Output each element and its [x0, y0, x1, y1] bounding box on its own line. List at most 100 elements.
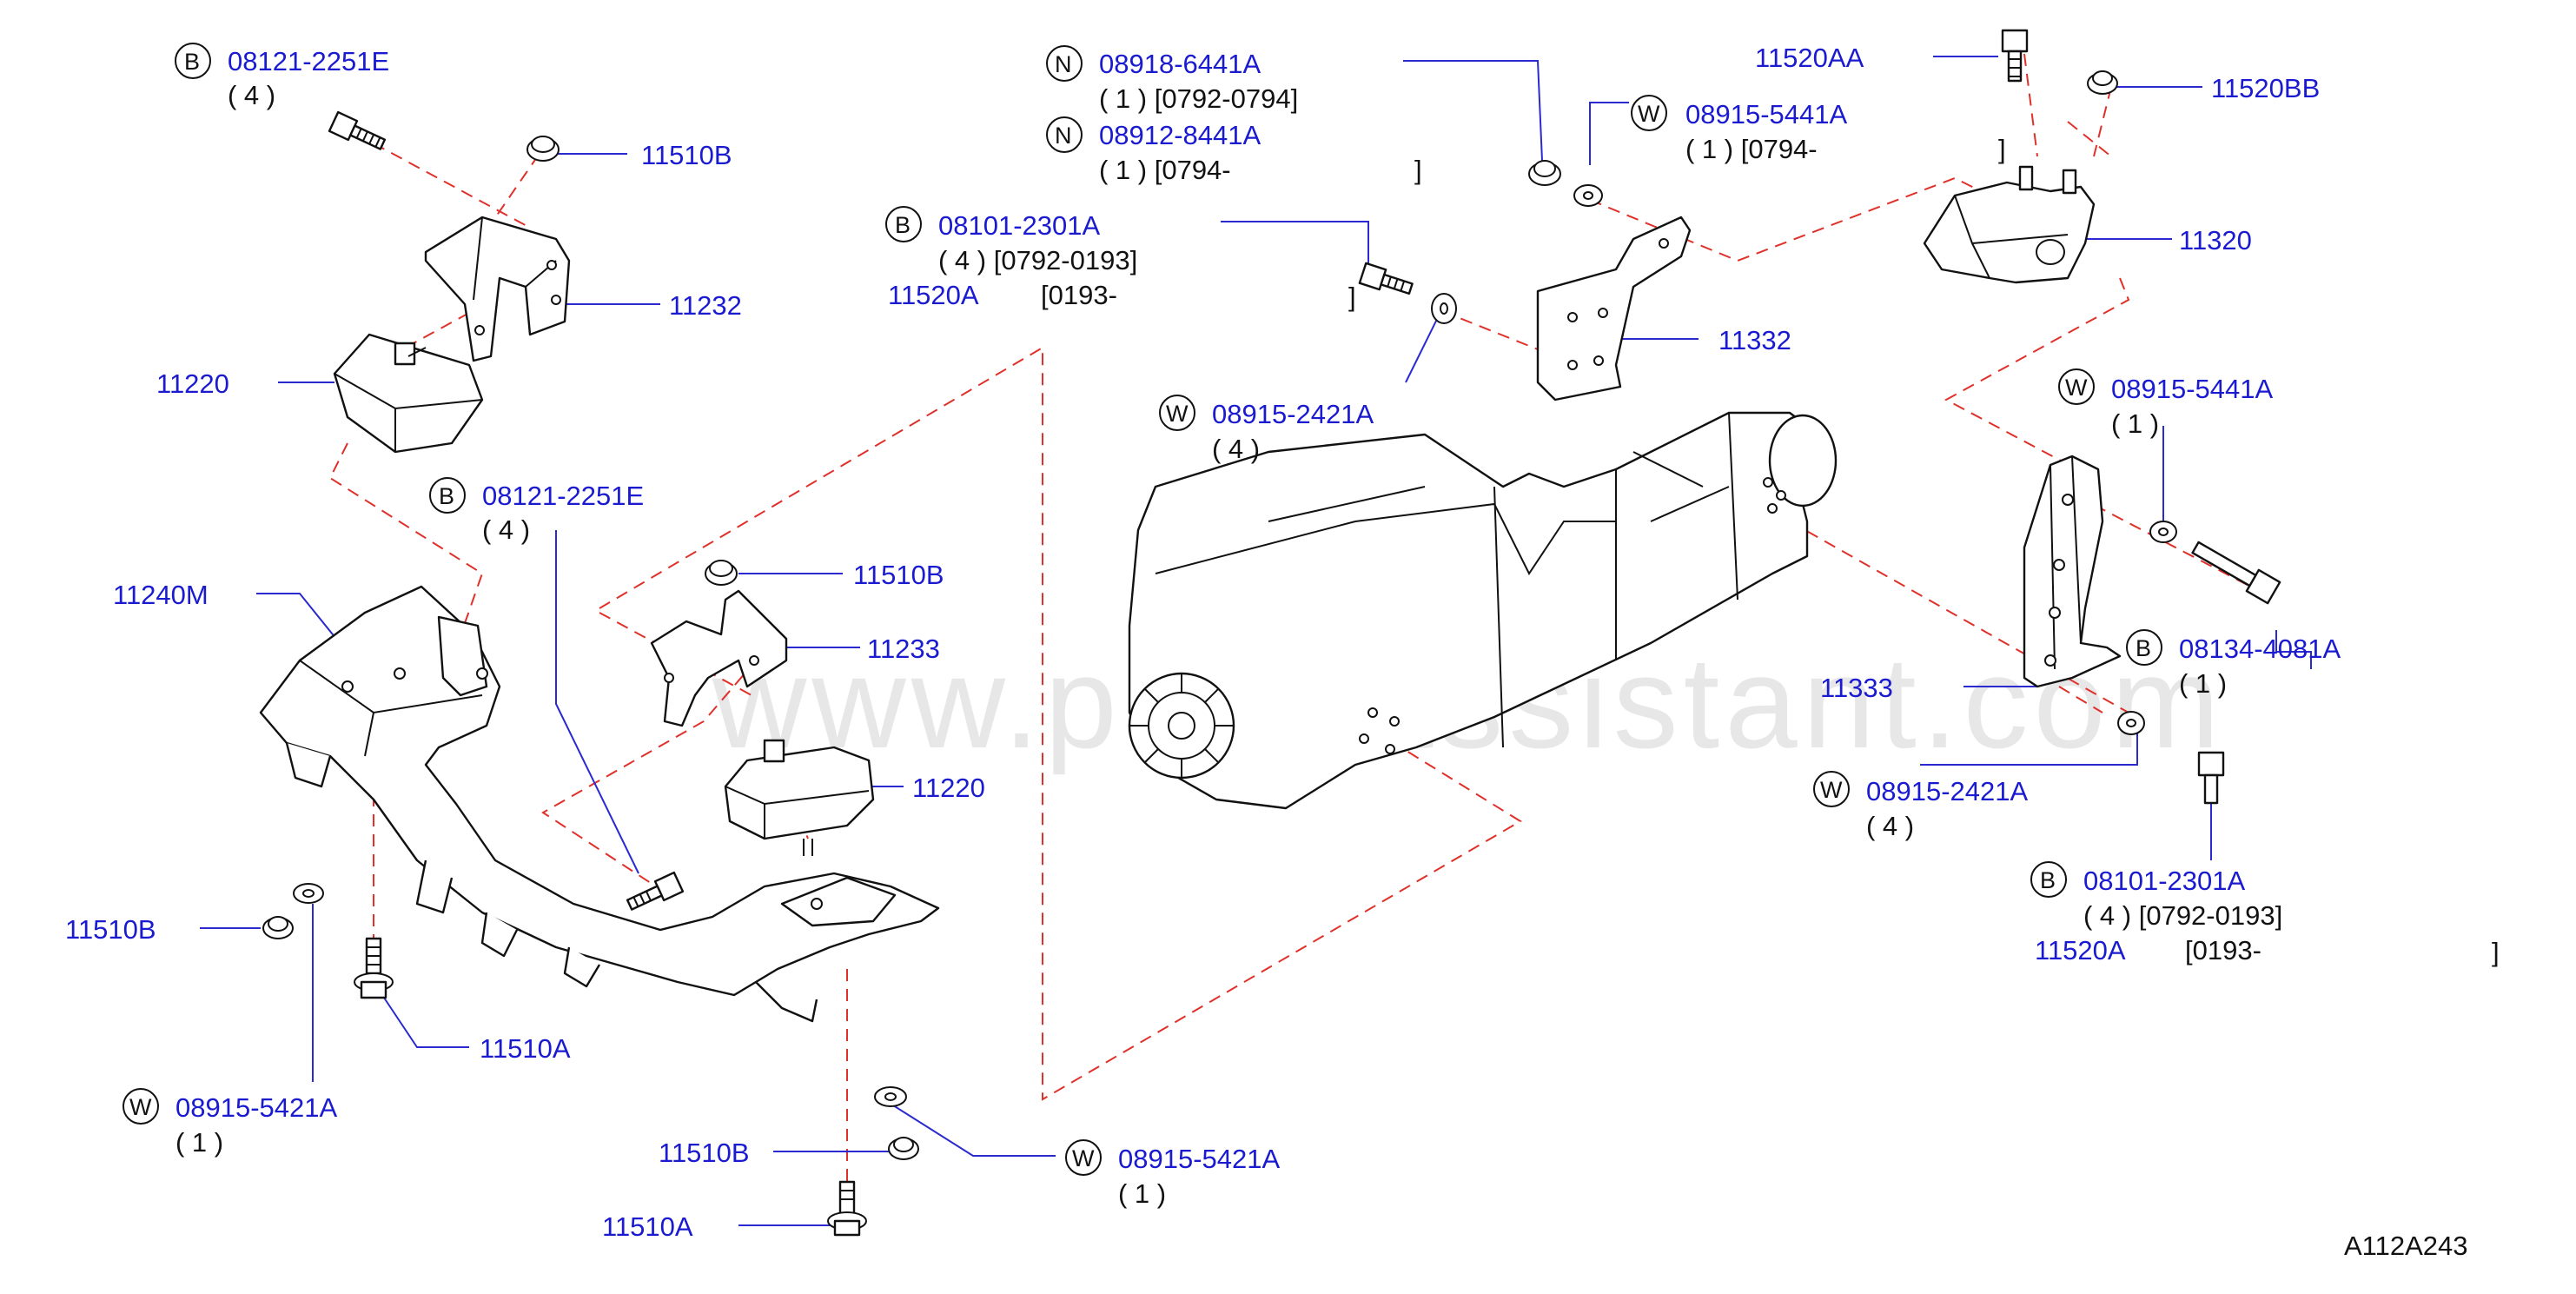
mount-insulator-11220-center	[724, 739, 875, 856]
nut-prefix-badge	[1046, 116, 1083, 153]
bolt-08121-center	[626, 871, 685, 911]
washer-08915-5421a-bottom	[874, 1086, 907, 1107]
bolt-11510a-bottom	[827, 1180, 867, 1237]
bolt-prefix-badge	[175, 43, 211, 79]
part-number-label: 11332	[1718, 325, 1791, 355]
bolt-08134-4081a	[2191, 541, 2281, 605]
washer-08915-2421a-lower	[2117, 711, 2145, 735]
washer-08915-5441a-top	[1573, 184, 1603, 207]
part-number-label: 08101-2301A	[2083, 866, 2245, 896]
svg-text:W: W	[1072, 1145, 1095, 1171]
svg-text:( 1 ) [0794-: ( 1 ) [0794-	[1099, 155, 1231, 185]
svg-text:W: W	[1638, 101, 1660, 127]
bolt-prefix-badge	[429, 477, 466, 514]
svg-text:]: ]	[1348, 282, 1356, 312]
part-number-label: 11520AA	[1755, 43, 1864, 73]
nut-11510b-top	[526, 136, 560, 162]
transmission-assembly	[1128, 411, 1838, 810]
svg-text:B: B	[895, 212, 911, 238]
part-number-label: 11510B	[65, 914, 156, 945]
washer-prefix-badge	[1159, 395, 1195, 431]
part-number-label: 08915-2421A	[1866, 776, 2028, 806]
svg-text:W: W	[1166, 401, 1189, 427]
part-number-label: 08915-5421A	[1118, 1144, 1280, 1174]
bolt-08101-2301a-upper	[1358, 262, 1414, 295]
part-number-label: 08918-6441A	[1099, 49, 1261, 79]
part-number-label: 11510A	[602, 1211, 693, 1242]
part-number-label: 08121-2251E	[228, 46, 389, 76]
svg-text:( 1 ) [0792-0794]: ( 1 ) [0792-0794]	[1099, 83, 1298, 114]
svg-text:W: W	[129, 1094, 152, 1120]
svg-text:( 1 ) [0794-: ( 1 ) [0794-	[1685, 134, 1818, 164]
bracket-11332	[1536, 216, 1692, 401]
svg-text:( 4 ): ( 4 )	[1212, 434, 1260, 464]
nut-prefix-badge	[1046, 45, 1083, 82]
bracket-11233	[650, 589, 788, 727]
mount-insulator-11320	[1923, 165, 2096, 284]
svg-text:( 4 ): ( 4 )	[1866, 811, 1914, 841]
washer-prefix-badge	[2058, 368, 2095, 405]
part-number-label: 08915-5441A	[1685, 99, 1847, 129]
svg-text:N: N	[1055, 51, 1072, 77]
crossmember-11240m	[259, 585, 940, 1023]
part-number-label: 08134-4081A	[2179, 634, 2341, 664]
bolt-08101-2301a-lower	[2197, 751, 2225, 805]
part-number-label: 11520A	[888, 280, 979, 310]
svg-text:[0193-: [0193-	[2185, 935, 2261, 966]
nut-11510b-bottom	[888, 1137, 919, 1160]
washer-08915-2421a-upper	[1431, 293, 1457, 324]
diagram-reference-code: A112A243	[2344, 1231, 2468, 1261]
part-number-label: 08915-2421A	[1212, 399, 1374, 429]
part-number-label: 11510B	[853, 560, 944, 590]
bracket-11232	[424, 216, 571, 362]
washer-prefix-badge	[1631, 95, 1667, 131]
bracket-11333	[2023, 455, 2122, 688]
svg-text:]: ]	[1414, 155, 1422, 185]
part-number-label: 11320	[2179, 225, 2252, 255]
washer-prefix-badge	[1813, 771, 1850, 807]
svg-text:( 4 ): ( 4 )	[228, 80, 275, 110]
part-number-label: 11520A	[2035, 935, 2126, 966]
svg-text:B: B	[184, 49, 200, 75]
nut-11520bb	[2087, 70, 2118, 95]
part-number-label: 08915-5441A	[2111, 374, 2273, 404]
part-number-label: 11520BB	[2211, 73, 2320, 103]
svg-text:( 4 ) [0792-0193]: ( 4 ) [0792-0193]	[938, 245, 1137, 275]
svg-text:]: ]	[2492, 937, 2500, 967]
washer-08915-5421a-left	[293, 883, 324, 904]
nut-11510b-center	[705, 560, 738, 586]
svg-text:B: B	[2040, 867, 2056, 893]
bolt-11510a-left	[354, 937, 394, 999]
mount-insulator-11220-top	[333, 333, 484, 454]
part-number-label: 11220	[912, 773, 985, 803]
bolt-prefix-badge	[2030, 861, 2067, 898]
svg-text:( 4 ): ( 4 )	[482, 514, 530, 545]
part-number-label: 08101-2301A	[938, 210, 1100, 241]
svg-text:( 1 ): ( 1 )	[2179, 668, 2227, 699]
part-number-label: 11510B	[641, 140, 732, 170]
svg-text:( 1 ): ( 1 )	[1118, 1178, 1166, 1209]
part-number-label: 11232	[669, 290, 742, 321]
part-number-label: 11220	[156, 368, 229, 399]
svg-text:W: W	[1820, 777, 1843, 803]
bolt-08121-left	[328, 110, 387, 150]
bolt-prefix-badge	[2126, 629, 2162, 666]
part-number-label: 11333	[1820, 673, 1893, 703]
nut-11510b-left	[262, 916, 294, 939]
svg-text:B: B	[2136, 635, 2151, 661]
part-number-label: 11240M	[113, 580, 209, 610]
bolt-prefix-badge	[885, 206, 922, 242]
washer-08915-5441a-right	[2149, 521, 2177, 543]
svg-text:]: ]	[1998, 134, 2006, 164]
nut-08918-6441a	[1528, 160, 1561, 186]
callout-labels: B 08121-2251E ( 4 ) 11510B 11232 11220 B…	[65, 43, 2500, 1242]
part-number-label: 11510B	[659, 1138, 750, 1168]
washer-prefix-badge	[1065, 1139, 1102, 1176]
part-number-label: 08915-5421A	[175, 1092, 337, 1123]
svg-text:( 4 ) [0792-0193]: ( 4 ) [0792-0193]	[2083, 900, 2282, 931]
svg-text:( 1 ): ( 1 )	[175, 1127, 223, 1158]
bolt-11520aa	[2001, 29, 2029, 83]
part-number-label: 11233	[867, 634, 940, 664]
